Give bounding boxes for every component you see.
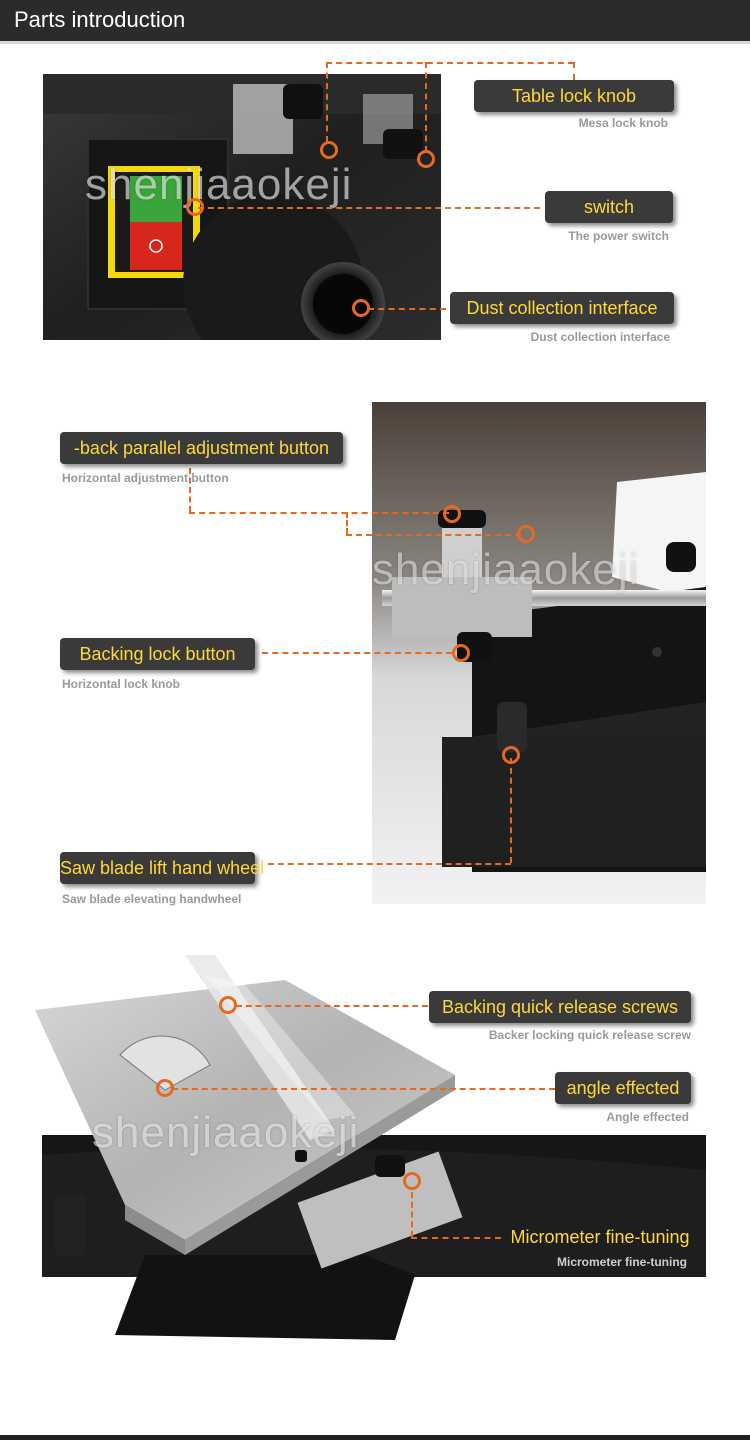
dust-collection-label: Dust collection interface [450, 292, 674, 324]
table-lock-knob-subtitle: Mesa lock knob [578, 116, 668, 130]
saw-blade-lift-label: Saw blade lift hand wheel [60, 852, 264, 884]
connector-line [326, 62, 574, 64]
angle-effected-subtitle: Angle effected [606, 1110, 689, 1124]
backing-quick-release-subtitle: Backer locking quick release screw [488, 1028, 691, 1042]
connector-line [510, 758, 512, 863]
callout-marker [186, 198, 204, 216]
header-bar: Parts introduction [0, 0, 750, 44]
callout-marker [320, 141, 338, 159]
connector-line [268, 863, 511, 865]
connector-line [172, 1088, 555, 1090]
dust-collection-subtitle: Dust collection interface [530, 330, 670, 344]
angle-effected-label: angle effected [555, 1072, 691, 1104]
callout-marker [352, 299, 370, 317]
watermark: shenjiaaokeji [85, 160, 353, 209]
switch-panel-photo [43, 74, 441, 340]
table-lock-knob-label: Table lock knob [474, 80, 674, 112]
connector-line [573, 62, 575, 80]
saw-side-photo [372, 402, 706, 904]
watermark: shenjiaaokeji [92, 1108, 360, 1157]
connector-line [189, 468, 191, 512]
connector-line [198, 207, 540, 209]
connector-line [411, 1237, 501, 1239]
callout-marker [502, 746, 520, 764]
connector-line [411, 1192, 413, 1237]
callout-marker [417, 150, 435, 168]
back-parallel-adjustment-label: -back parallel adjustment button [60, 432, 343, 464]
micrometer-fine-tuning-subtitle: Micrometer fine-tuning [556, 1255, 687, 1269]
saw-side-illustration [372, 402, 706, 904]
footer-divider [0, 1435, 750, 1440]
micrometer-fine-tuning-label: Micrometer fine-tuning [510, 1227, 690, 1247]
connector-line [189, 512, 449, 514]
callout-marker [403, 1172, 421, 1190]
switch-label: switch [545, 191, 673, 223]
connector-line [262, 652, 452, 654]
saw-blade-lift-subtitle: Saw blade elevating handwheel [62, 892, 242, 906]
page-title: Parts introduction [14, 7, 186, 32]
watermark: shenjiaaokeji [372, 545, 640, 594]
connector-line [236, 1005, 428, 1007]
connector-line [425, 62, 427, 152]
connector-line [326, 62, 328, 142]
back-parallel-adjustment-subtitle: Horizontal adjustment button [62, 471, 229, 485]
switch-subtitle: The power switch [568, 229, 669, 243]
connector-line [368, 308, 446, 310]
callout-marker [452, 644, 470, 662]
connector-line [346, 512, 348, 534]
table-saw-photo [35, 955, 706, 1340]
backing-quick-release-label: Backing quick release screws [429, 991, 691, 1023]
connector-line [346, 534, 521, 536]
callout-marker [517, 525, 535, 543]
backing-lock-subtitle: Horizontal lock knob [62, 677, 181, 691]
backing-lock-label: Backing lock button [60, 638, 255, 670]
callout-marker [219, 996, 237, 1014]
table-saw-illustration [35, 955, 706, 1340]
callout-marker [443, 505, 461, 523]
switch-panel-illustration [43, 74, 441, 340]
callout-marker [156, 1079, 174, 1097]
